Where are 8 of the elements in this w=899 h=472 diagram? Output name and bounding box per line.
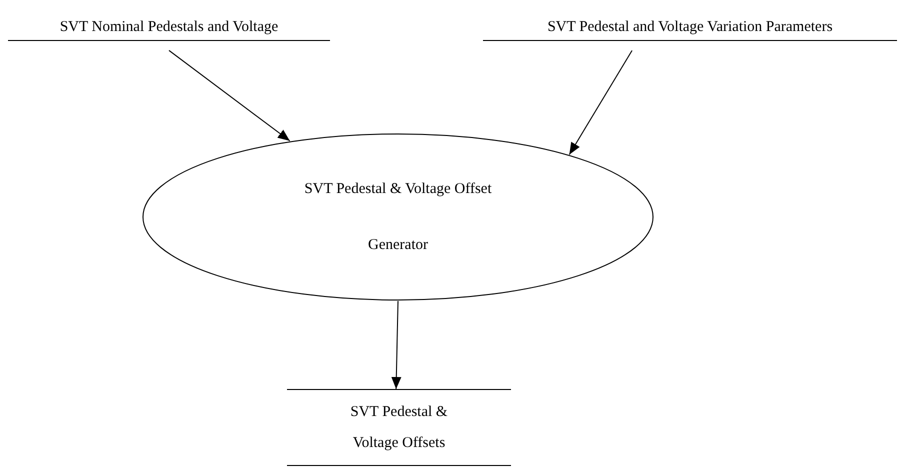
node-label: SVT Pedestal & Voltage Offsets bbox=[349, 402, 449, 452]
node-label: SVT Pedestal and Voltage Variation Parameters bbox=[547, 18, 833, 37]
arrow bbox=[391, 300, 402, 390]
node-label: SVT Nominal Pedestals and Voltage bbox=[60, 18, 278, 37]
arrow bbox=[168, 50, 290, 142]
arrow bbox=[568, 50, 633, 156]
data-store bbox=[287, 389, 511, 466]
node-label: SVT Pedestal & Voltage Offset Generator bbox=[303, 180, 493, 255]
